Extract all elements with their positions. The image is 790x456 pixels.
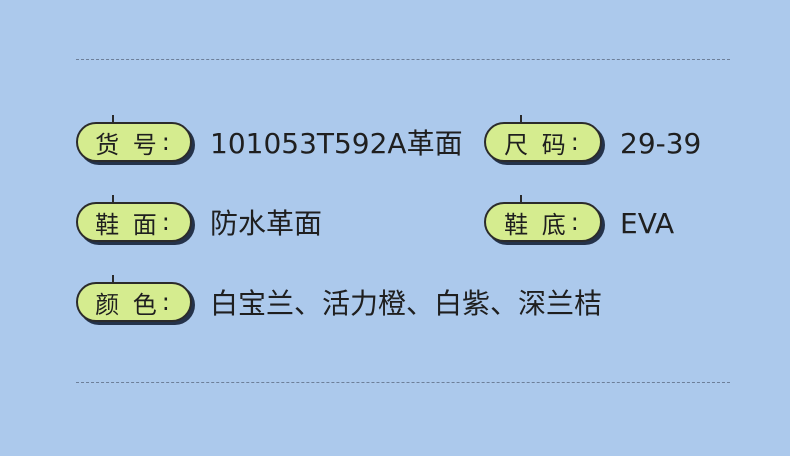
sole-value: EVA bbox=[620, 207, 675, 240]
top-divider bbox=[76, 59, 730, 60]
color-label: 颜 色 bbox=[95, 290, 160, 319]
size-label: 尺 码 bbox=[504, 130, 569, 159]
label-pill-sole: 鞋 底: bbox=[484, 195, 602, 242]
bottom-divider bbox=[76, 382, 730, 383]
item-number-value: 101053T592A革面 bbox=[210, 127, 463, 160]
label-pill-upper: 鞋 面: bbox=[76, 195, 192, 242]
label-pill-size: 尺 码: bbox=[484, 115, 602, 162]
sole-label: 鞋 底 bbox=[504, 210, 569, 239]
color-value: 白宝兰、活力橙、白紫、深兰桔 bbox=[210, 287, 603, 320]
label-pill-item-number: 货 号: bbox=[76, 115, 192, 162]
item-number-label: 货 号 bbox=[95, 130, 160, 159]
upper-value: 防水革面 bbox=[210, 207, 323, 240]
upper-label: 鞋 面 bbox=[95, 210, 160, 239]
label-pill-color: 颜 色: bbox=[76, 275, 192, 322]
size-value: 29-39 bbox=[620, 127, 702, 160]
